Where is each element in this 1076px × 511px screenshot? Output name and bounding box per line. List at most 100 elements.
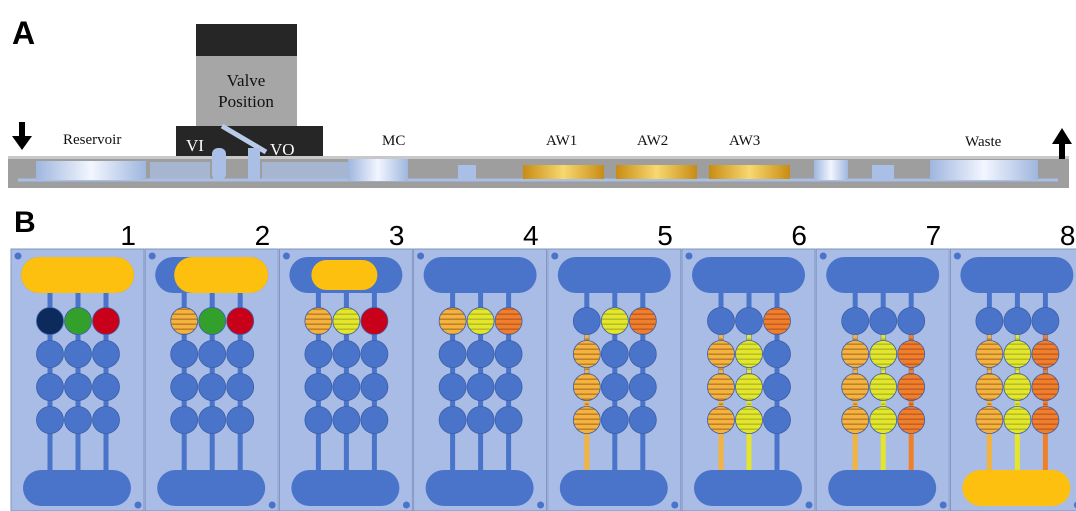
corner-dot xyxy=(14,252,22,260)
well xyxy=(494,307,523,335)
well xyxy=(438,406,467,434)
well xyxy=(763,307,791,335)
step-number: 3 xyxy=(389,220,405,251)
well xyxy=(897,307,926,335)
well xyxy=(360,340,389,368)
well xyxy=(36,373,64,401)
well xyxy=(466,406,495,434)
aw3-label: AW3 xyxy=(729,133,760,149)
well xyxy=(735,340,763,368)
well xyxy=(735,307,763,335)
valve-actuator xyxy=(196,24,297,56)
step-7: 7 xyxy=(815,220,950,511)
vi-port xyxy=(212,148,226,180)
well xyxy=(707,340,735,368)
corner-dot xyxy=(939,501,947,509)
panel-a-letter: A xyxy=(12,15,35,51)
step-number: 7 xyxy=(926,220,942,251)
well xyxy=(92,373,120,401)
well xyxy=(572,307,601,335)
well xyxy=(304,406,333,434)
well xyxy=(438,307,467,335)
well xyxy=(332,406,361,434)
bottom-chamber xyxy=(962,470,1071,506)
well xyxy=(466,340,495,368)
mc-well xyxy=(348,159,408,181)
aw2-well xyxy=(616,165,697,179)
aw2-label: AW2 xyxy=(637,133,668,149)
reservoir-well xyxy=(36,161,146,180)
well xyxy=(600,373,629,401)
well xyxy=(572,406,601,434)
top-chamber xyxy=(557,257,671,293)
vi-label: VI xyxy=(186,136,204,155)
bottom-chamber xyxy=(291,470,400,506)
well xyxy=(628,406,657,434)
well xyxy=(1003,406,1032,434)
well xyxy=(975,307,1004,335)
down-arrow-icon xyxy=(12,122,32,150)
reservoir-label: Reservoir xyxy=(63,132,121,148)
well xyxy=(841,307,870,335)
well xyxy=(332,307,361,335)
well xyxy=(170,340,199,368)
well xyxy=(226,307,255,335)
corner-dot xyxy=(148,252,156,260)
corner-dot xyxy=(537,501,545,509)
bottom-chamber xyxy=(425,470,534,506)
bottom-chamber xyxy=(157,470,266,506)
well xyxy=(1031,307,1060,335)
well xyxy=(897,340,926,368)
top-chamber xyxy=(692,257,805,293)
step-number: 8 xyxy=(1060,220,1076,251)
well xyxy=(64,406,92,434)
corner-dot xyxy=(268,501,276,509)
well xyxy=(897,406,926,434)
step-1: 1 xyxy=(10,220,145,511)
valve-label-line2: Position xyxy=(218,92,274,111)
corner-dot xyxy=(402,501,410,509)
step-4: 4 xyxy=(413,220,548,511)
well xyxy=(975,373,1004,401)
well xyxy=(360,406,389,434)
well xyxy=(600,340,629,368)
well xyxy=(36,406,64,434)
well xyxy=(64,373,92,401)
well xyxy=(628,373,657,401)
well xyxy=(360,373,389,401)
valve-switch-line xyxy=(220,123,268,155)
well xyxy=(869,307,898,335)
bottom-chamber xyxy=(23,470,131,506)
corner-dot xyxy=(1073,501,1076,509)
valve-label-line1: Valve xyxy=(227,71,266,90)
top-chamber xyxy=(826,257,940,293)
well xyxy=(36,307,64,335)
well xyxy=(600,307,629,335)
well xyxy=(304,373,333,401)
well xyxy=(600,406,629,434)
top-chamber xyxy=(423,257,537,293)
well xyxy=(707,307,735,335)
well xyxy=(64,307,92,335)
step-number: 5 xyxy=(657,220,673,251)
top-chamber-fluid xyxy=(311,260,378,290)
top-chamber xyxy=(960,257,1074,293)
well xyxy=(360,307,389,335)
well xyxy=(304,307,333,335)
step-6: 6 xyxy=(681,220,816,511)
well xyxy=(572,373,601,401)
well xyxy=(1031,406,1060,434)
step-2: 2 xyxy=(144,220,279,511)
well xyxy=(628,307,657,335)
step-8: 8 xyxy=(949,220,1076,511)
well xyxy=(869,340,898,368)
valve-position-box xyxy=(196,56,297,126)
well xyxy=(198,406,227,434)
well xyxy=(1003,307,1032,335)
well xyxy=(92,340,120,368)
well xyxy=(869,373,898,401)
well xyxy=(841,406,870,434)
well xyxy=(763,373,791,401)
well xyxy=(572,340,601,368)
